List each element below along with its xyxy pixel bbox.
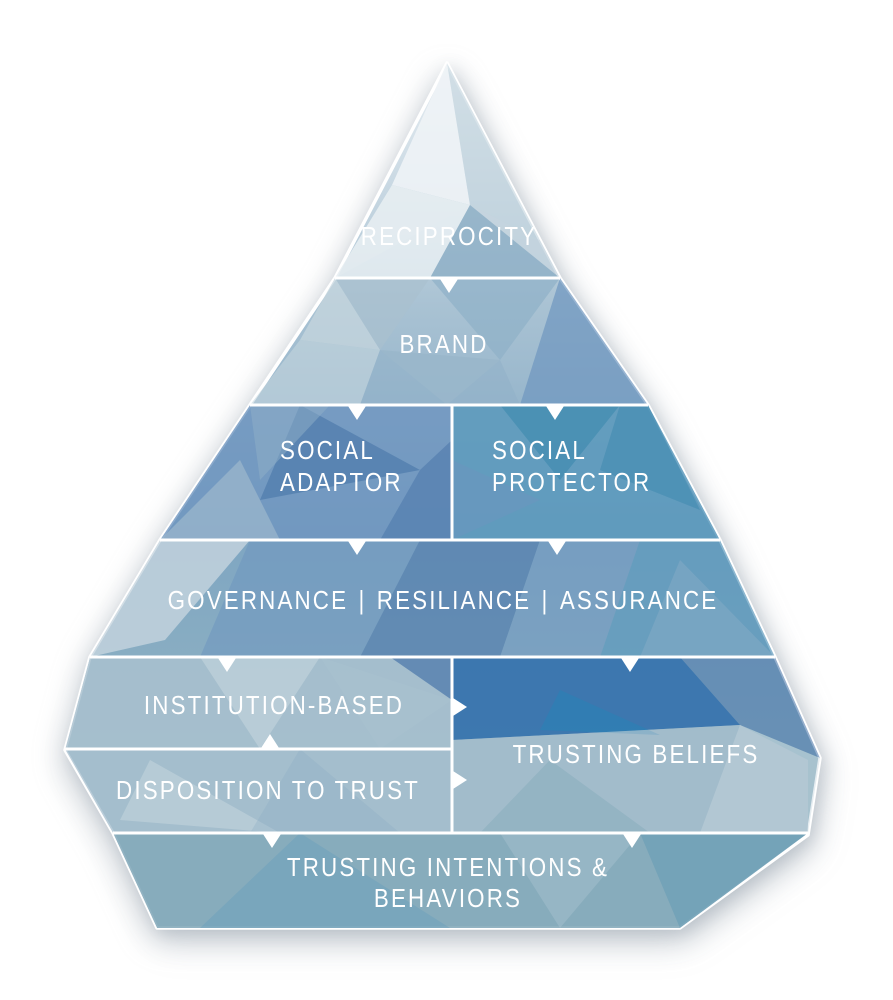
arrow-down-icon bbox=[621, 658, 639, 672]
governance-label: GOVERNANCE bbox=[167, 585, 349, 615]
resiliance-label: RESILIANCE bbox=[376, 585, 532, 615]
assurance-label: ASSURANCE bbox=[559, 585, 719, 615]
arrow-down-icon bbox=[440, 279, 458, 293]
arrow-down-icon bbox=[623, 834, 641, 848]
separator: | bbox=[358, 585, 367, 615]
separator: | bbox=[541, 585, 550, 615]
arrow-down-icon bbox=[546, 406, 564, 420]
low-poly-texture bbox=[65, 63, 820, 928]
arrow-down-icon bbox=[548, 541, 566, 555]
arrow-down-icon bbox=[348, 541, 366, 555]
layer-label-trusting-intentions: TRUSTING INTENTIONS & BEHAVIORS bbox=[286, 852, 610, 913]
arrow-down-icon bbox=[263, 834, 281, 848]
flow-arrows bbox=[218, 279, 641, 848]
layer-label-institution-based: INSTITUTION-BASED bbox=[143, 690, 405, 720]
layer-label-disposition-to-trust: DISPOSITION TO TRUST bbox=[116, 775, 420, 805]
arrow-down-icon bbox=[348, 406, 366, 420]
arrow-up-icon bbox=[261, 734, 279, 748]
layer-label-social-protector: SOCIAL PROTECTOR bbox=[492, 435, 652, 497]
layer-label-governance-band: GOVERNANCE | RESILIANCE | ASSURANCE bbox=[123, 584, 763, 616]
layer-label-reciprocity: RECIPROCITY bbox=[360, 221, 538, 251]
layer-label-trusting-beliefs: TRUSTING BELIEFS bbox=[512, 739, 760, 769]
layer-label-social-adaptor: SOCIAL ADAPTOR bbox=[280, 435, 403, 497]
arrow-right-icon bbox=[453, 698, 467, 716]
divider-lines bbox=[65, 276, 808, 835]
arrow-down-icon bbox=[218, 658, 236, 672]
arrow-right-icon bbox=[453, 771, 467, 789]
layer-label-brand: BRAND bbox=[399, 329, 489, 359]
